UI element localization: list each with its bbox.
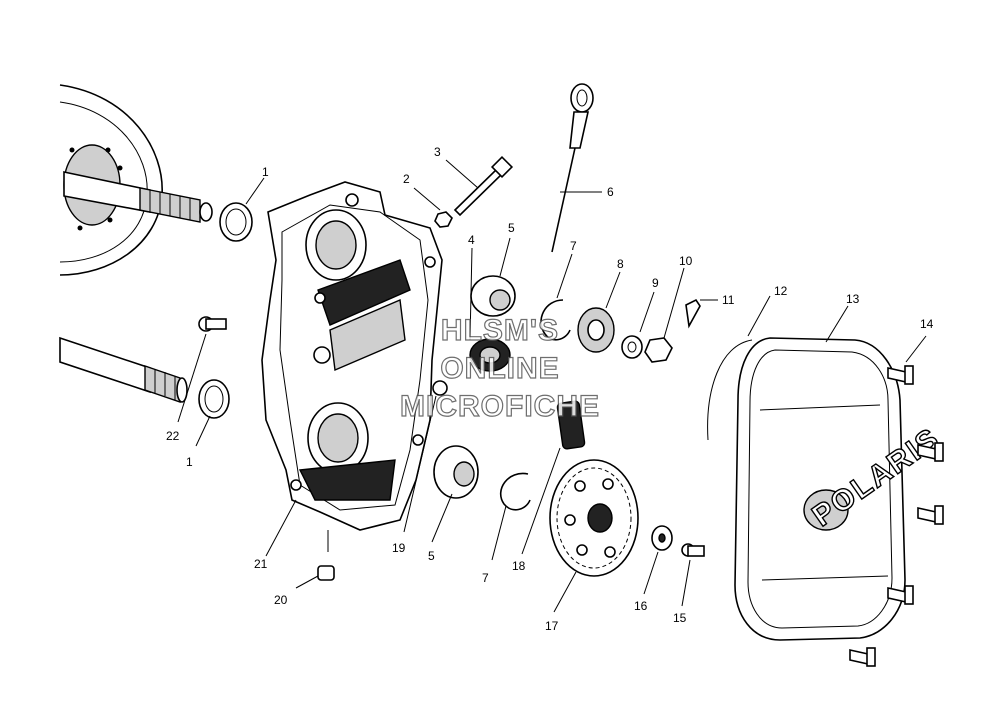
callouts: 1 2 3 4 5 6 7 8 9 10 11 12 13 14 22 1 19… bbox=[166, 145, 934, 633]
nut bbox=[434, 211, 453, 228]
lower-shaft bbox=[59, 336, 188, 403]
cover-bolt bbox=[917, 505, 944, 525]
chaincase-housing bbox=[261, 181, 443, 531]
callout-5-lower: 5 bbox=[428, 549, 435, 563]
chaincase-cover: POLARIS bbox=[734, 337, 947, 641]
callout-7-lower: 7 bbox=[482, 571, 489, 585]
callout-9: 9 bbox=[652, 276, 659, 290]
callout-2: 2 bbox=[403, 172, 410, 186]
castle-nut bbox=[644, 337, 673, 363]
snap-ring-lower bbox=[499, 472, 531, 511]
lower-sprocket bbox=[549, 459, 639, 577]
cover-bolt bbox=[917, 442, 944, 462]
sprocket-washer bbox=[651, 525, 673, 551]
callout-1-lower: 1 bbox=[186, 455, 193, 469]
callout-17: 17 bbox=[545, 619, 559, 633]
callout-8: 8 bbox=[617, 257, 624, 271]
seal-upper bbox=[219, 202, 253, 242]
callout-16: 16 bbox=[634, 599, 648, 613]
bearing-lower bbox=[433, 445, 479, 499]
cover-bolt bbox=[887, 365, 914, 385]
watermark-line-3: MICROFICHE bbox=[400, 390, 600, 423]
leader-lines bbox=[177, 159, 927, 613]
callout-6: 6 bbox=[607, 185, 614, 199]
callout-11: 11 bbox=[722, 293, 735, 307]
bearing-upper bbox=[470, 275, 516, 317]
callout-7: 7 bbox=[570, 239, 577, 253]
callout-5: 5 bbox=[508, 221, 515, 235]
dipstick bbox=[551, 83, 594, 253]
washer bbox=[621, 335, 643, 359]
watermark-line-1: HLSM'S bbox=[441, 314, 559, 347]
cover-bolt bbox=[887, 585, 914, 605]
watermark-line-2: ONLINE bbox=[440, 352, 559, 385]
tensioner-nut bbox=[432, 380, 448, 396]
callout-21: 21 bbox=[254, 557, 268, 571]
callout-3: 3 bbox=[434, 145, 441, 159]
sprocket-bolt bbox=[681, 543, 705, 557]
callout-14: 14 bbox=[920, 317, 934, 331]
drain-plug bbox=[317, 565, 335, 581]
tensioner-roller bbox=[469, 338, 511, 372]
callout-4: 4 bbox=[468, 233, 475, 247]
pin bbox=[198, 316, 227, 332]
callout-1: 1 bbox=[262, 165, 269, 179]
upper-gear bbox=[577, 307, 615, 353]
callout-12: 12 bbox=[774, 284, 788, 298]
bolt bbox=[453, 155, 514, 217]
seal-lower bbox=[198, 379, 230, 419]
callout-15: 15 bbox=[673, 611, 687, 625]
snap-ring-upper bbox=[540, 299, 571, 341]
callout-22: 22 bbox=[166, 429, 180, 443]
cover-bolts bbox=[849, 365, 944, 667]
upper-shaft bbox=[63, 171, 213, 223]
watermark: HLSM'S ONLINE MICROFICHE bbox=[399, 313, 600, 423]
callout-10: 10 bbox=[679, 254, 693, 268]
cotter-pin bbox=[685, 298, 701, 329]
cover-bolt bbox=[849, 647, 876, 667]
callout-20: 20 bbox=[274, 593, 288, 607]
chain bbox=[556, 400, 586, 450]
callout-18: 18 bbox=[512, 559, 526, 573]
callout-13: 13 bbox=[846, 292, 860, 306]
gasket bbox=[707, 339, 753, 441]
callout-19: 19 bbox=[392, 541, 406, 555]
